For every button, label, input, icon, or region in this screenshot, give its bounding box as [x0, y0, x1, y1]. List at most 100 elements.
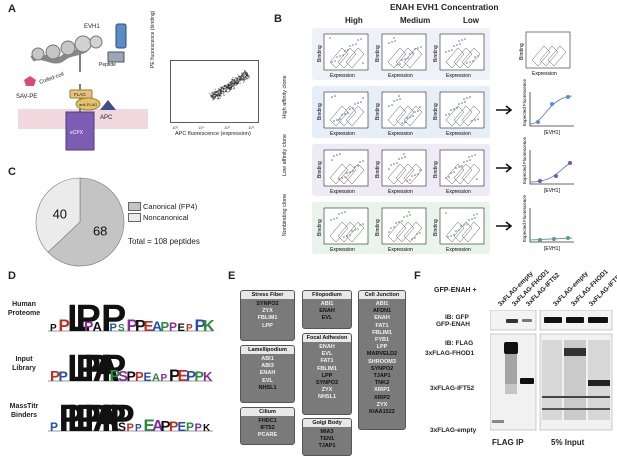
protein-junction-zyx: ZYX — [376, 401, 388, 408]
band-fhod1-ip — [504, 342, 518, 354]
curve-point — [550, 102, 554, 106]
protein-focal-fblim1: FBLIM1 — [317, 365, 337, 372]
col-medium: Medium — [400, 16, 431, 25]
curve-point — [538, 238, 542, 242]
scatter-point — [246, 78, 248, 80]
gate-dot — [466, 62, 468, 64]
band-ift52-input — [588, 380, 610, 386]
peptide-text: Peptide — [99, 62, 116, 68]
scatter-point — [217, 92, 219, 94]
gate-polygon — [345, 47, 365, 69]
gate-dot — [396, 64, 398, 66]
scatter-point — [219, 94, 221, 96]
protein-stress-synpo2: SYNPO2 — [256, 301, 279, 307]
gate-dot — [445, 114, 447, 116]
protein-golgi-ten1: TEN1 — [319, 436, 335, 443]
gate-dot — [471, 120, 473, 122]
scatter-point — [219, 86, 221, 88]
ib-flag-label: IB: FLAG — [445, 340, 474, 347]
axis-expression: Expression — [330, 131, 355, 137]
protein-golgi-mia3: MIA3 — [320, 429, 334, 435]
protein-focal-nhsl1: NHSL1 — [317, 394, 337, 401]
gate-dot — [466, 97, 468, 99]
gate-dot — [448, 113, 450, 115]
scatter-point — [230, 86, 232, 88]
gate-dot — [411, 175, 413, 177]
gate-dot — [396, 162, 398, 164]
panel-a-label: A — [8, 3, 16, 15]
logo-letter: P — [161, 373, 168, 384]
scatter-point — [236, 83, 239, 85]
gate-polygon — [345, 221, 365, 243]
scatter-point — [215, 91, 217, 94]
logo-letter: P — [127, 316, 138, 335]
scatter-point — [226, 84, 228, 86]
scatter-point — [242, 75, 244, 77]
gate-dot — [409, 179, 411, 181]
gate-polygon — [337, 163, 357, 185]
binding-curve — [529, 95, 573, 125]
axis-expression: Expression — [532, 71, 557, 77]
gate-dot — [409, 214, 411, 216]
gate-polygon — [445, 47, 465, 69]
gate-dot — [416, 233, 418, 235]
scatter-point — [229, 90, 231, 92]
gate-polygon — [395, 47, 415, 69]
logo-letter: P — [186, 420, 194, 434]
input-label: 5% Input — [551, 438, 585, 447]
logo-letter: P — [135, 318, 146, 335]
gate-dot — [414, 48, 416, 50]
scatter-point — [245, 72, 247, 74]
binding-curve — [529, 237, 573, 241]
box-golgi-title: Golgi Body — [303, 419, 351, 427]
gate-dot — [456, 107, 458, 109]
gate-dot — [362, 97, 364, 99]
gate-dot — [393, 37, 395, 39]
gate-dot — [357, 39, 359, 41]
logo-letter: S — [118, 323, 125, 334]
scatter-point — [228, 84, 230, 86]
logo-label-input-2: Library — [12, 365, 36, 372]
gate-dot — [393, 100, 395, 102]
logo-letter: P — [161, 319, 170, 334]
gate-dot — [458, 229, 460, 231]
gate-dot — [450, 172, 452, 174]
logo-letter: P — [101, 298, 126, 340]
axis-binding: Binding — [317, 45, 323, 62]
gate-dot — [354, 166, 356, 168]
scatter-point — [237, 74, 239, 76]
scatter-point — [237, 79, 239, 81]
gate-dot — [390, 164, 392, 166]
blot-prefix: GFP-ENAH + — [434, 287, 477, 294]
scatter-point — [231, 88, 233, 90]
gate-dot — [390, 227, 392, 229]
protein-junction-fyb1: FYB1 — [374, 337, 390, 344]
gate-polygon — [387, 105, 407, 127]
scatter-point — [216, 98, 218, 100]
gate-dot — [391, 104, 393, 106]
panel-e-label: E — [228, 270, 236, 282]
scatter-point — [239, 82, 241, 84]
logo-letter: P — [110, 368, 121, 385]
gate-dot — [408, 211, 410, 213]
scatter-point — [225, 90, 227, 92]
scatter-point — [234, 79, 236, 81]
gate-dot — [464, 101, 466, 103]
gate-dot — [341, 212, 343, 214]
gate-dot — [451, 49, 453, 51]
logo-letter: E — [178, 419, 187, 434]
empty-band-label: 3xFLAG-empty — [430, 427, 477, 434]
scatter-point — [226, 86, 228, 89]
gate-dot — [409, 116, 411, 118]
logo-letter: P — [84, 318, 93, 334]
scatter-point — [244, 80, 246, 82]
protein-junction-kiaa1522: KIAA1522 — [369, 409, 395, 416]
panel-b-grid: BindingExpressionBindingExpressionBindin… — [312, 28, 574, 254]
scatter-point — [214, 96, 217, 98]
col-low: Low — [463, 16, 479, 25]
gate-dot — [394, 40, 396, 42]
legend-canonical: Canonical (FP4) — [143, 202, 198, 211]
protein-junction-fblim1: FBLIM1 — [372, 329, 392, 336]
gate-dot — [393, 226, 395, 228]
gate-dot — [459, 43, 461, 45]
